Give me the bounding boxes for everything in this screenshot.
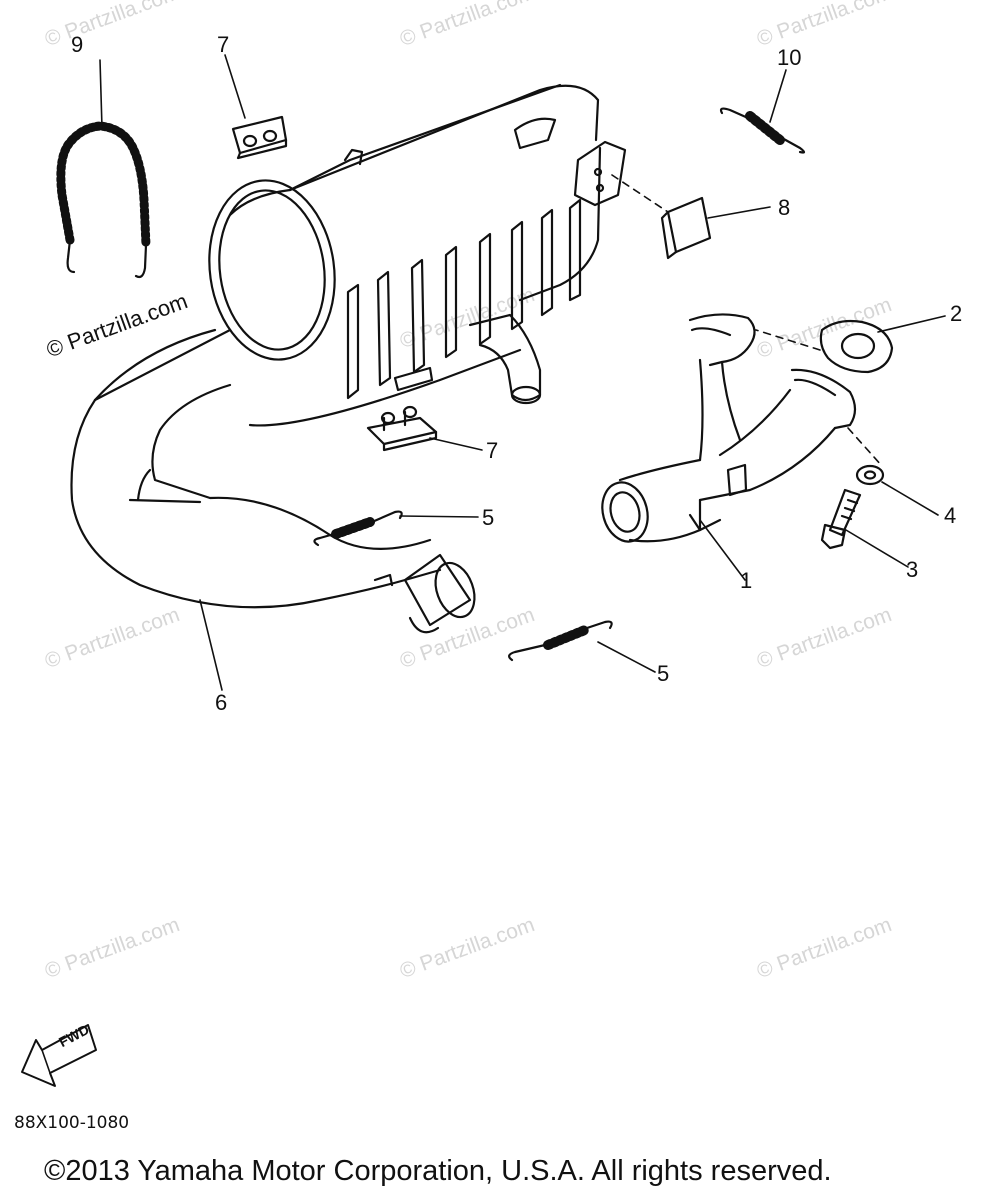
callout-1: 1	[740, 568, 753, 593]
callout-5-lower: 5	[657, 661, 670, 686]
joint-pipe-1	[601, 313, 857, 543]
callout-6: 6	[215, 690, 228, 715]
damper-7-mid	[366, 405, 438, 452]
exhaust-pipe-6	[70, 328, 476, 634]
callout-5-upper: 5	[482, 505, 495, 530]
callout-9: 9	[71, 32, 84, 57]
callout-3: 3	[906, 557, 919, 582]
gasket-2	[819, 319, 894, 374]
copyright-notice: ©2013 Yamaha Motor Corporation, U.S.A. A…	[44, 1155, 832, 1187]
washer-4	[855, 464, 885, 486]
damper-7-top	[231, 115, 288, 160]
spring-9	[56, 121, 151, 279]
leader-lines	[99, 54, 946, 691]
callout-8: 8	[778, 195, 791, 220]
catalog-code: 88X100-1080	[14, 1113, 130, 1133]
forward-arrow-icon	[21, 1024, 97, 1087]
damper-8	[660, 196, 712, 260]
spring-10	[719, 107, 806, 154]
spring-5-lower	[508, 620, 613, 662]
bolt-3	[820, 488, 862, 550]
muffler	[208, 83, 627, 427]
spring-5-upper	[313, 510, 403, 547]
callout-7-mid: 7	[486, 438, 499, 463]
callout-10: 10	[777, 45, 802, 70]
callout-2: 2	[950, 301, 963, 326]
callout-4: 4	[944, 503, 957, 528]
callout-7-top: 7	[217, 32, 230, 57]
